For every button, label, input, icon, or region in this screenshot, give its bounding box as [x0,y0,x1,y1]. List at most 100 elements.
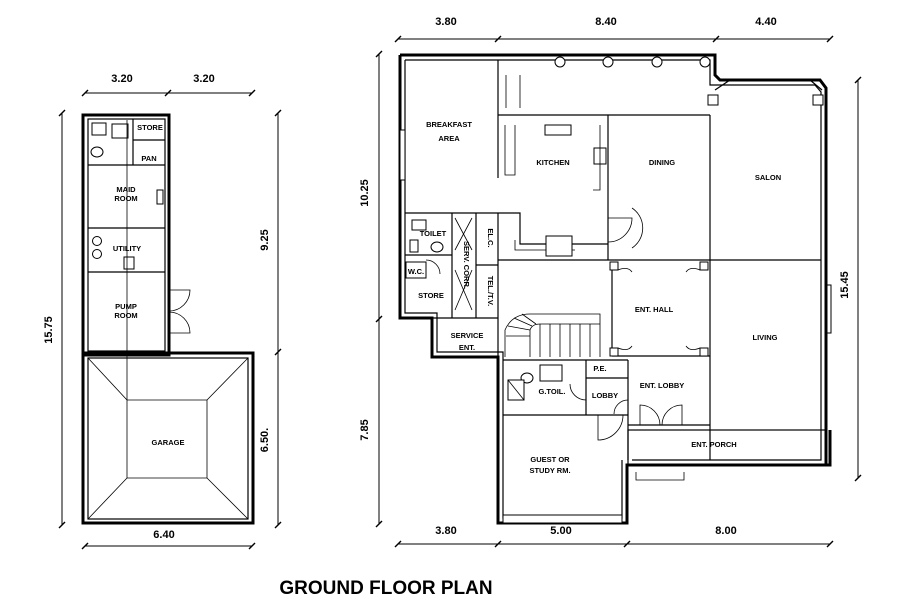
living-label: LIVING [752,333,777,342]
hall-arch-2 [685,268,701,273]
hall-arch-1 [617,268,633,273]
hall-arch-3 [617,345,633,350]
plan-title: GROUND FLOOR PLAN [279,578,492,599]
hall-column-4 [699,347,709,357]
pump-room-label-2: ROOM [114,311,137,320]
main-left-dim-lower: 7.85 [359,419,371,440]
hall-arch-4 [685,345,701,350]
pe-label: P.E. [593,364,606,373]
column-3 [651,56,663,68]
ent-porch [627,429,827,466]
main-outer-wall-top-right [400,53,832,467]
gtoil-door-swing [569,383,587,401]
dining-door-swing-2 [631,207,644,249]
annex-sink [91,122,107,136]
wc-door-swing [425,259,441,275]
main-building: BREAKFAST AREA KITCHEN DINING SALON TOIL… [398,53,832,525]
tel-tv-label: TEL./T.V. [486,276,495,307]
salon-column-right [812,94,824,106]
salon-label: SALON [755,173,781,182]
maid-room-label-2: ROOM [114,194,137,203]
serv-corr-label: SERV. CORR. [462,241,471,289]
service-ent-label-1: SERVICE [451,331,484,340]
annex-right-dim-lower: 6.50. [259,428,271,452]
main-right-dim: 15.45 [839,271,851,299]
wc-label: W.C. [408,267,424,276]
salon-bay [714,79,823,91]
pump-room-door-swing-2 [168,311,191,334]
garage-hip-1 [87,357,128,401]
kitchen-label: KITCHEN [536,158,569,167]
kitchen-sink [544,124,572,136]
garage-label: GARAGE [152,438,185,447]
main-top-dim-3: 4.40 [755,16,776,28]
annex-building: STORE PAN MAID ROOM UTILITY PUMP ROOM GA… [81,113,255,525]
column-2 [602,56,614,68]
breakfast-window [399,129,406,181]
ent-door-swing-2 [661,404,683,426]
ent-door-swing-1 [639,404,661,426]
maid-room-label-1: MAID [116,185,136,194]
pump-room-door-swing [168,289,191,312]
breakfast-label-1: BREAKFAST [426,120,472,129]
utility-sink [123,256,135,270]
garage-hip-2 [206,357,249,401]
ent-lobby-label: ENT. LOBBY [640,381,685,390]
g-toil-label: G.TOIL. [539,387,566,396]
main-bottom-dim-1: 3.80 [435,525,456,537]
service-ent-label-2: ENT. [459,343,475,352]
washer-2 [92,249,102,259]
living-window [826,284,832,334]
hall-column-3 [609,347,619,357]
kitchen-stove [545,235,573,257]
main-top-dim-2: 8.40 [595,16,616,28]
wc-booth [405,261,427,279]
kitchen-counter-left [504,125,516,176]
guest-label-1: GUEST OR [530,455,570,464]
pump-room-label-1: PUMP [115,302,137,311]
toilet-label: TOILET [420,229,447,238]
column-1 [554,56,566,68]
store-annex-label: STORE [137,123,163,132]
guest-window [502,514,623,524]
garage-hip-3 [87,477,128,520]
elc-label: EL.C. [486,228,495,247]
service-shower [409,239,419,253]
main-bottom-dim-2: 5.00 [550,525,571,537]
annex-left-dim: 15.75 [43,316,55,344]
breakfast-label-2: AREA [438,134,460,143]
serv-corr-door-2 [454,269,473,311]
annex-inner-wall [87,118,166,352]
hall-column-2 [699,261,709,271]
hall-column-1 [609,261,619,271]
dining-door-swing [607,217,633,243]
lobby-door-swing [613,399,629,415]
maid-wardrobe [156,189,164,205]
washer-1 [92,236,102,246]
main-dimensions: 3.80 8.40 4.40 10.25 7.85 15.45 3.80 5.0… [359,16,862,548]
main-bottom-dim-3: 8.00 [715,525,736,537]
porch-step [635,472,685,481]
annex-bottom-dim: 6.40 [153,529,174,541]
dining-label: DINING [649,158,675,167]
annex-outer-wall [81,113,171,357]
lobby-label: LOBBY [592,391,618,400]
main-left-dim-upper: 10.25 [359,179,371,207]
kitchen-counter-right [593,125,601,191]
guest-door-swing [597,414,624,441]
annex-right-dim-upper: 9.25 [259,229,271,250]
ent-porch-label: ENT. PORCH [691,440,736,449]
annex-dimensions: 3.20 3.20 15.75 9.25 6.50. 6.40 [43,73,282,550]
serv-corr-door-1 [454,217,473,251]
ent-hall-label: ENT. HALL [635,305,674,314]
annex-top-dim-left: 3.20 [111,73,132,85]
terrace-door [505,75,521,108]
service-wc [430,241,444,253]
garage-outer-wall [81,351,255,525]
store-label: STORE [418,291,444,300]
guest-label-2: STUDY RM. [529,466,570,475]
annex-wc-fixture [90,146,104,158]
service-toilet-sink [411,219,427,231]
garage-inner-wall [87,357,249,520]
